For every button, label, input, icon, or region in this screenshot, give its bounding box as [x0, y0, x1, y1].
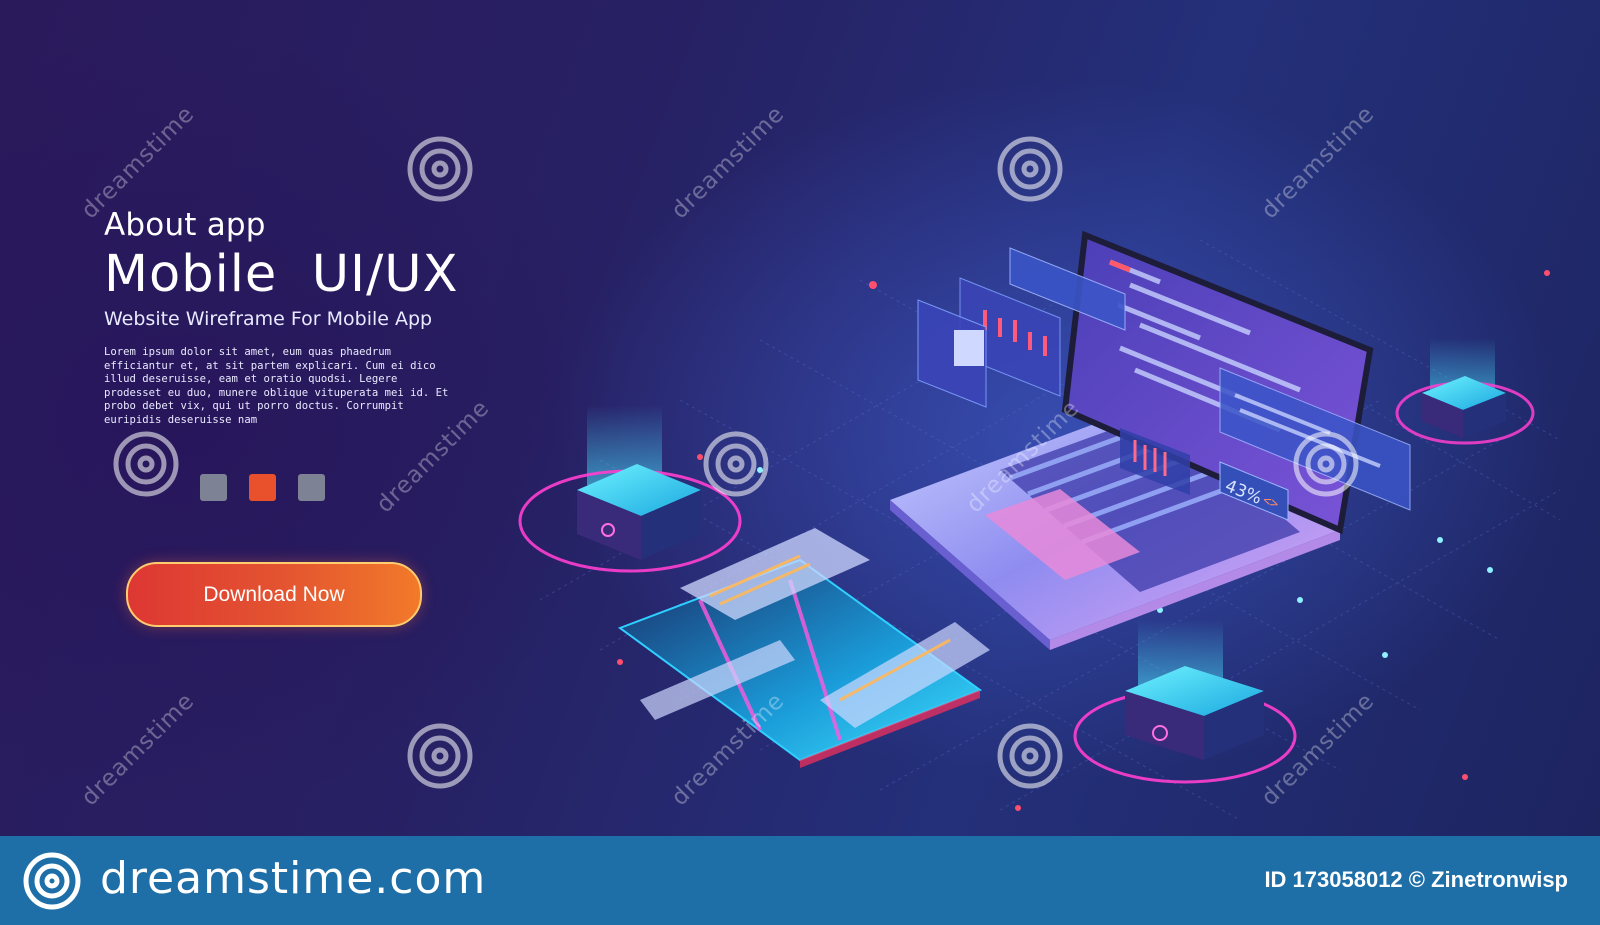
hero-kicker: About app	[104, 207, 266, 243]
floating-code-panel-top	[1009, 247, 1126, 331]
isometric-illustration: 43% <>	[518, 230, 1561, 821]
server-cube-left	[518, 405, 742, 573]
footer-image-credit: ID 173058012 © Zinetronwisp	[1264, 867, 1568, 892]
code-glyph: <>	[1261, 493, 1281, 513]
footer-brand-name: dreamstime.com	[100, 853, 487, 904]
floating-bars-panel	[1120, 428, 1190, 495]
watermark-logo-icon	[703, 431, 769, 497]
dreamstime-spiral-icon	[23, 852, 81, 910]
pager-dot-1[interactable]	[200, 474, 227, 501]
server-cube-right-top	[1395, 338, 1535, 445]
watermark-logo-icon	[407, 723, 473, 789]
watermark-footer-bar: dreamstime.com ID 173058012 © Zinetronwi…	[0, 836, 1600, 925]
server-cube-bottom	[1073, 620, 1297, 784]
hero-copy: About app Mobile UI/UX Website Wireframe…	[104, 206, 464, 428]
hero-subtitle: Website Wireframe For Mobile App	[104, 308, 433, 330]
smartphone	[617, 528, 990, 768]
hero-title: Mobile UI/UX	[104, 245, 459, 304]
watermark-logo-icon	[1293, 431, 1359, 497]
watermark-logo-icon	[997, 136, 1063, 202]
pager-dot-3[interactable]	[298, 474, 325, 501]
floating-code-panel-left	[917, 299, 987, 408]
pager-dot-2-active[interactable]	[249, 474, 276, 501]
watermark-logo-icon	[997, 723, 1063, 789]
watermark-logo-icon	[113, 431, 179, 497]
hero-body-text: Lorem ipsum dolor sit amet, eum quas pha…	[104, 346, 449, 426]
network-nodes-red	[617, 270, 1550, 811]
download-now-button[interactable]: Download Now	[126, 562, 422, 627]
slide-pager	[200, 474, 325, 501]
watermark-logo-icon	[407, 136, 473, 202]
hero-banner: 43% <>	[0, 0, 1600, 836]
